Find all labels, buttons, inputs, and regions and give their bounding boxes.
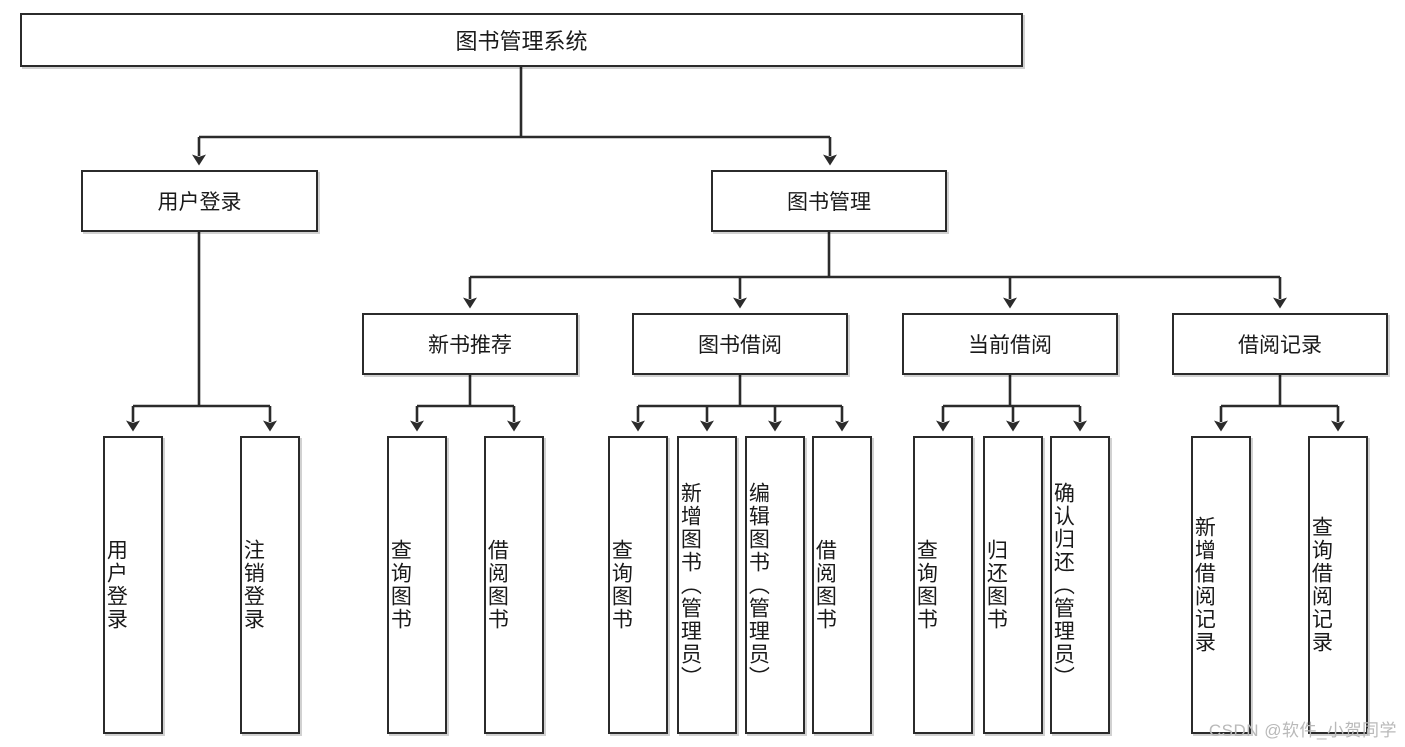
node-leaf-add-record-label: 新增借阅记录 (1192, 516, 1216, 654)
node-borrow-record[interactable]: 借阅记录 (1172, 313, 1388, 375)
node-book-borrow[interactable]: 图书借阅 (632, 313, 848, 375)
node-leaf-add-book[interactable]: 新增图书（管理员） (677, 436, 737, 734)
node-new-book-rec[interactable]: 新书推荐 (362, 313, 578, 375)
node-leaf-borrow-book-2-label: 借阅图书 (813, 539, 837, 631)
node-leaf-query-book-3-label: 查询图书 (914, 539, 938, 631)
node-book-manage[interactable]: 图书管理 (711, 170, 947, 232)
node-leaf-query-book-2[interactable]: 查询图书 (608, 436, 668, 734)
node-leaf-query-book-1-label: 查询图书 (388, 539, 412, 631)
node-leaf-query-book-3[interactable]: 查询图书 (913, 436, 973, 734)
node-leaf-return-book[interactable]: 归还图书 (983, 436, 1043, 734)
node-root[interactable]: 图书管理系统 (20, 13, 1023, 67)
node-leaf-query-book-2-label: 查询图书 (609, 539, 633, 631)
node-user-login[interactable]: 用户登录 (81, 170, 318, 232)
node-leaf-confirm-return-label: 确认归还（管理员） (1051, 481, 1075, 689)
node-borrow-record-label: 借阅记录 (1238, 334, 1322, 357)
node-leaf-edit-book[interactable]: 编辑图书（管理员） (745, 436, 805, 734)
node-leaf-borrow-book-2[interactable]: 借阅图书 (812, 436, 872, 734)
node-leaf-user-login-label: 用户登录 (104, 539, 128, 631)
node-leaf-query-book-1[interactable]: 查询图书 (387, 436, 447, 734)
node-root-label: 图书管理系统 (455, 29, 588, 54)
node-book-borrow-label: 图书借阅 (698, 334, 782, 357)
node-leaf-query-record[interactable]: 查询借阅记录 (1308, 436, 1368, 734)
node-leaf-query-record-label: 查询借阅记录 (1309, 516, 1333, 654)
node-leaf-borrow-book-1[interactable]: 借阅图书 (484, 436, 544, 734)
node-leaf-confirm-return[interactable]: 确认归还（管理员） (1050, 436, 1110, 734)
node-book-manage-label: 图书管理 (787, 191, 871, 214)
node-user-login-label: 用户登录 (157, 191, 242, 214)
node-leaf-user-login[interactable]: 用户登录 (103, 436, 163, 734)
node-leaf-add-record[interactable]: 新增借阅记录 (1191, 436, 1251, 734)
node-current-borrow-label: 当前借阅 (968, 334, 1052, 357)
node-new-book-rec-label: 新书推荐 (428, 334, 512, 357)
node-leaf-borrow-book-1-label: 借阅图书 (485, 539, 509, 631)
node-current-borrow[interactable]: 当前借阅 (902, 313, 1118, 375)
node-leaf-return-book-label: 归还图书 (984, 539, 1008, 631)
node-leaf-edit-book-label: 编辑图书（管理员） (746, 481, 770, 689)
node-leaf-add-book-label: 新增图书（管理员） (678, 481, 702, 689)
node-leaf-logout-label: 注销登录 (241, 539, 265, 631)
node-leaf-logout[interactable]: 注销登录 (240, 436, 300, 734)
